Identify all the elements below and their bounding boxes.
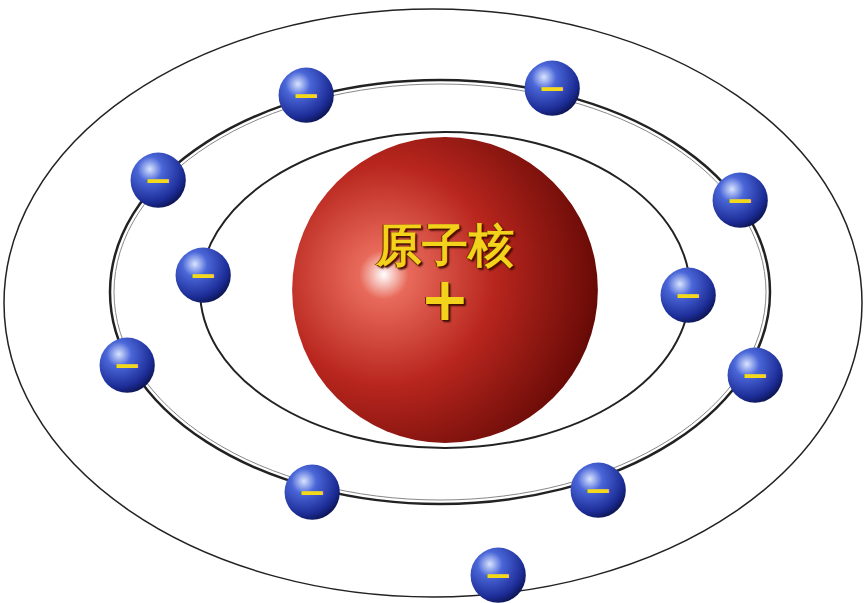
electron: − — [470, 547, 526, 603]
charge-sign: − — [741, 358, 770, 392]
electron-sphere — [712, 172, 767, 227]
electron-sphere — [284, 464, 339, 519]
nucleus-sphere — [292, 137, 598, 443]
electron: − — [727, 347, 783, 403]
electron-sphere — [278, 67, 333, 122]
electron: − — [99, 337, 155, 393]
electron: − — [524, 60, 580, 116]
inner-orbit — [200, 132, 690, 448]
middle-orbit — [110, 80, 770, 504]
electron-sphere — [130, 152, 185, 207]
charge-sign: − — [726, 183, 755, 217]
middle-orbit-shade — [114, 84, 766, 500]
electron: − — [130, 152, 186, 208]
charge-sign: − — [113, 348, 142, 382]
charge-sign: − — [144, 163, 173, 197]
electron: − — [570, 462, 626, 518]
atomic-nucleus: 原子核+ — [289, 134, 601, 446]
electron-sphere — [175, 247, 230, 302]
outer-orbit — [4, 9, 862, 597]
charge-sign: − — [292, 78, 321, 112]
electron: − — [712, 172, 768, 228]
charge-sign: − — [674, 278, 703, 312]
electron-sphere — [660, 267, 715, 322]
electron: − — [278, 67, 334, 123]
electron: − — [175, 247, 231, 303]
charge-sign: − — [538, 71, 567, 105]
electron: − — [284, 464, 340, 520]
electron: − — [660, 267, 716, 323]
electron-sphere — [727, 347, 782, 402]
charge-sign: − — [189, 258, 218, 292]
charge-sign: − — [484, 558, 513, 592]
nucleus-label: 原子核 — [376, 219, 514, 271]
charge-sign: − — [298, 475, 327, 509]
electron-sphere — [99, 337, 154, 392]
charge-sign: − — [584, 473, 613, 507]
electron-sphere — [570, 462, 625, 517]
charge-sign: + — [420, 271, 470, 327]
electron-sphere — [524, 60, 579, 115]
electron-sphere — [470, 547, 525, 602]
